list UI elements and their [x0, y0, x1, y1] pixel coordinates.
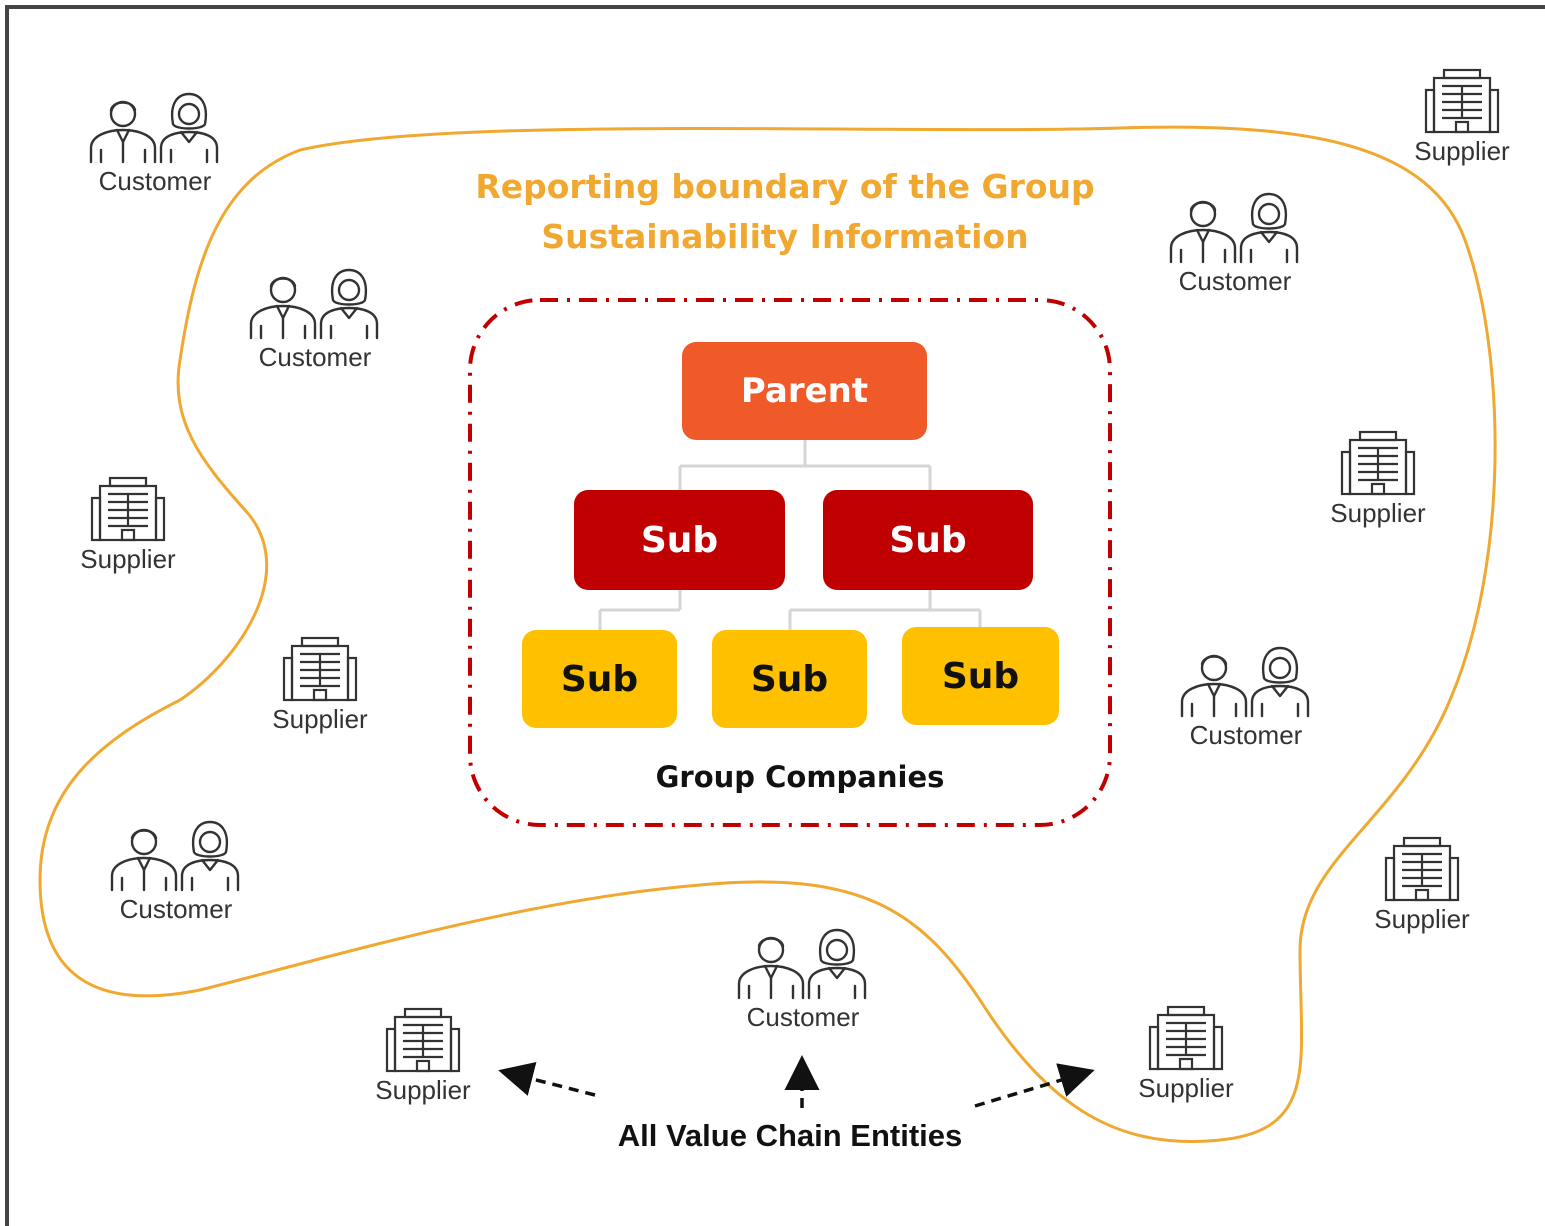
entity-label: Supplier	[1330, 498, 1426, 528]
parent-box: Parent	[682, 342, 927, 440]
entity-label: Supplier	[80, 544, 176, 574]
entity-label: Customer	[119, 894, 233, 924]
building-icon	[282, 636, 358, 702]
supplier-entity: Supplier	[28, 474, 228, 575]
customer-entity: Customer	[55, 92, 255, 197]
entity-label: Supplier	[1374, 904, 1470, 934]
supplier-entity: Supplier	[1322, 834, 1522, 935]
building-icon	[1424, 68, 1500, 134]
building-icon	[1148, 1005, 1224, 1071]
sub-box-level2-left: Sub	[522, 630, 677, 728]
people-icon	[737, 928, 867, 1000]
parent-label: Parent	[740, 371, 869, 411]
people-icon	[110, 820, 240, 892]
arrow-to-supplier-right	[974, 1063, 1095, 1108]
customer-entity: Customer	[76, 820, 276, 925]
entity-label: Customer	[1189, 720, 1303, 750]
people-icon	[1169, 192, 1299, 264]
customer-entity: Customer	[215, 268, 415, 373]
arrow-to-supplier-left	[498, 1061, 596, 1097]
value-chain-arrows	[498, 1055, 1095, 1108]
entity-label: Supplier	[375, 1075, 471, 1105]
supplier-entity: Supplier	[1362, 66, 1545, 167]
supplier-entity: Supplier	[1278, 428, 1478, 529]
sub-label: Sub	[889, 519, 967, 561]
sub-box-level1-right: Sub	[823, 490, 1033, 590]
sub-box-level2-right: Sub	[902, 627, 1059, 725]
reporting-boundary-outline	[38, 125, 1497, 1143]
people-icon	[249, 268, 379, 340]
people-icon	[1180, 646, 1310, 718]
value-chain-label: All Value Chain Entities	[617, 1118, 963, 1153]
entity-label: Supplier	[1138, 1073, 1234, 1103]
group-companies-dashed-box	[468, 298, 1112, 827]
customer-entity: Customer	[1146, 646, 1346, 751]
supplier-entity: Supplier	[1086, 1003, 1286, 1104]
group-companies-label: Group Companies	[655, 760, 945, 794]
entity-label: Customer	[1178, 266, 1292, 296]
entity-label: Customer	[258, 342, 372, 372]
sub-box-level1-left: Sub	[574, 490, 785, 590]
sub-label: Sub	[640, 519, 719, 561]
hierarchy-connectors	[598, 440, 982, 630]
supplier-entity: Supplier	[323, 1005, 523, 1106]
building-icon	[1384, 836, 1460, 902]
sub-box-level2-middle: Sub	[712, 630, 867, 728]
sub-label: Sub	[941, 655, 1020, 697]
building-icon	[385, 1007, 461, 1073]
reporting-boundary-title: Reporting boundary of the Group Sustaina…	[440, 162, 1130, 262]
entity-label: Supplier	[272, 704, 368, 734]
customer-entity: Customer	[1135, 192, 1335, 297]
reporting-boundary-title-line1: Reporting boundary of the Group	[475, 167, 1095, 206]
sub-label: Sub	[750, 658, 829, 700]
entity-label: Customer	[98, 166, 212, 196]
outer-frame	[5, 5, 1545, 1226]
supplier-entity: Supplier	[220, 634, 420, 735]
building-icon	[90, 476, 166, 542]
customer-entity: Customer	[703, 928, 903, 1033]
reporting-boundary-title-line2: Sustainability Information	[541, 217, 1029, 256]
entity-label: Customer	[746, 1002, 860, 1032]
people-icon	[89, 92, 219, 164]
entity-label: Supplier	[1414, 136, 1510, 166]
building-icon	[1340, 430, 1416, 496]
sub-label: Sub	[560, 658, 639, 700]
